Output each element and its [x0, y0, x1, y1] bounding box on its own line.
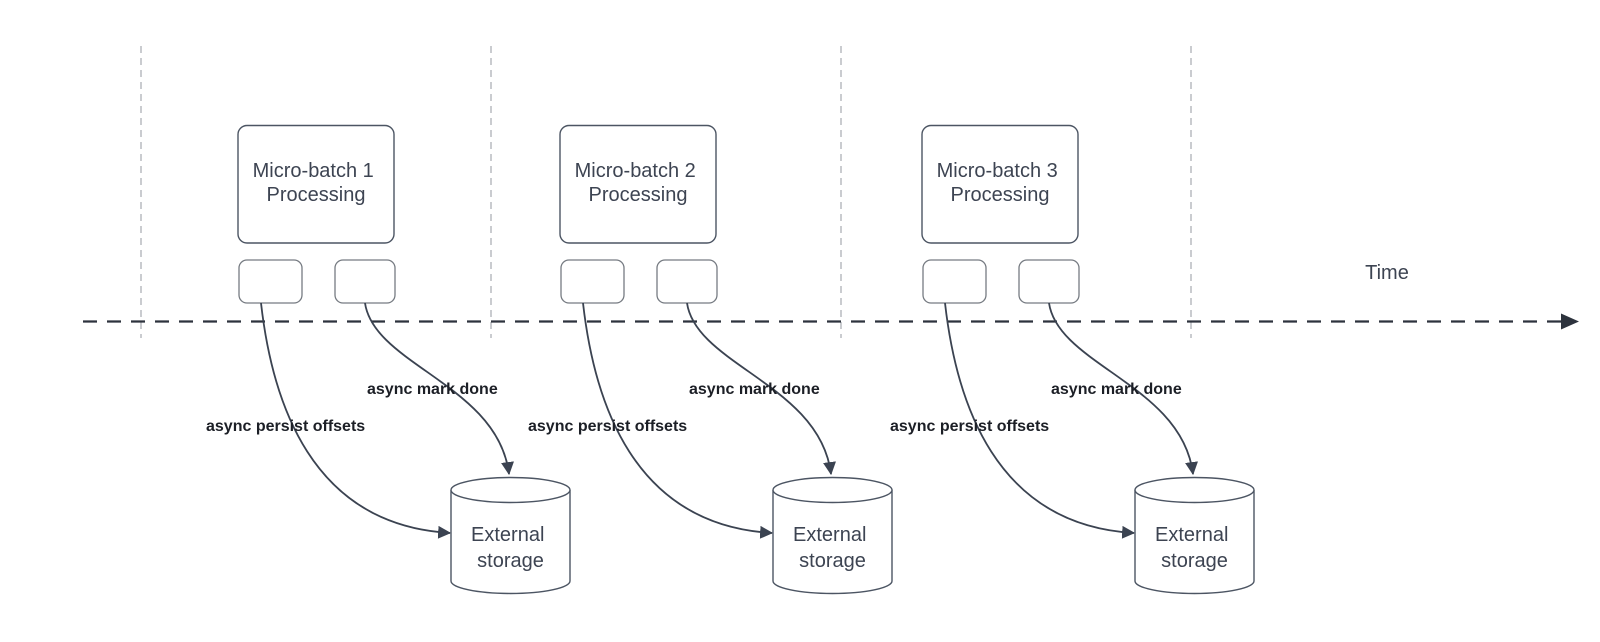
persist-offsets-arrow [260, 302, 452, 539]
mark-done-arrow [686, 302, 836, 476]
processing-box-label: Micro-batch 2 Processing [575, 160, 702, 206]
time-axis-arrowhead-icon [1561, 313, 1579, 330]
processing-box [237, 124, 395, 244]
storage-label-line2: storage [1161, 550, 1228, 572]
mark-done-arrow [364, 302, 514, 476]
time-axis-label: Time [1365, 262, 1409, 284]
storage-cylinder-body [1134, 490, 1255, 595]
mark-done-label: async mark done [1051, 381, 1182, 398]
processing-box-label-line1: Micro-batch 2 [575, 160, 696, 182]
storage-label-line1: External [471, 524, 544, 546]
microbatch-group-1: Micro-batch 1 Processing async persist o… [206, 124, 571, 595]
processing-box [559, 124, 717, 244]
processing-box-label-line1: Micro-batch 1 [253, 160, 374, 182]
persist-offsets-label: async persist offsets [528, 418, 687, 435]
storage-cylinder-body [772, 490, 893, 595]
processing-box-label-line2: Processing [267, 184, 366, 206]
storage-label: External storage [1155, 524, 1234, 572]
storage-label-line2: storage [477, 550, 544, 572]
offset-token-box-left [238, 259, 303, 304]
mark-done-arrow [1048, 302, 1198, 476]
storage-label: External storage [471, 524, 550, 572]
offset-token-box-left [560, 259, 625, 304]
offset-token-box-right [1018, 259, 1080, 304]
microbatch-group-2: Micro-batch 2 Processing async persist o… [528, 124, 893, 595]
microbatch-group-3: Micro-batch 3 Processing async persist o… [890, 124, 1255, 595]
processing-box-label: Micro-batch 1 Processing [253, 160, 380, 206]
mark-done-label: async mark done [689, 381, 820, 398]
storage-label: External storage [793, 524, 872, 572]
persist-offsets-arrow [944, 302, 1136, 539]
storage-cylinder-top [772, 476, 893, 504]
processing-box [921, 124, 1079, 244]
processing-box-label-line2: Processing [589, 184, 688, 206]
storage-label-line2: storage [799, 550, 866, 572]
persist-offsets-label: async persist offsets [890, 418, 1049, 435]
processing-box-label-line1: Micro-batch 3 [937, 160, 1058, 182]
storage-label-line1: External [1155, 524, 1228, 546]
storage-cylinder-top [450, 476, 571, 504]
storage-label-line1: External [793, 524, 866, 546]
processing-box-label-line2: Processing [951, 184, 1050, 206]
storage-cylinder-top [1134, 476, 1255, 504]
persist-offsets-label: async persist offsets [206, 418, 365, 435]
processing-box-label: Micro-batch 3 Processing [937, 160, 1064, 206]
persist-offsets-arrow [582, 302, 774, 539]
offset-token-box-right [334, 259, 396, 304]
offset-token-box-left [922, 259, 987, 304]
mark-done-label: async mark done [367, 381, 498, 398]
offset-token-box-right [656, 259, 718, 304]
storage-cylinder-body [450, 490, 571, 595]
